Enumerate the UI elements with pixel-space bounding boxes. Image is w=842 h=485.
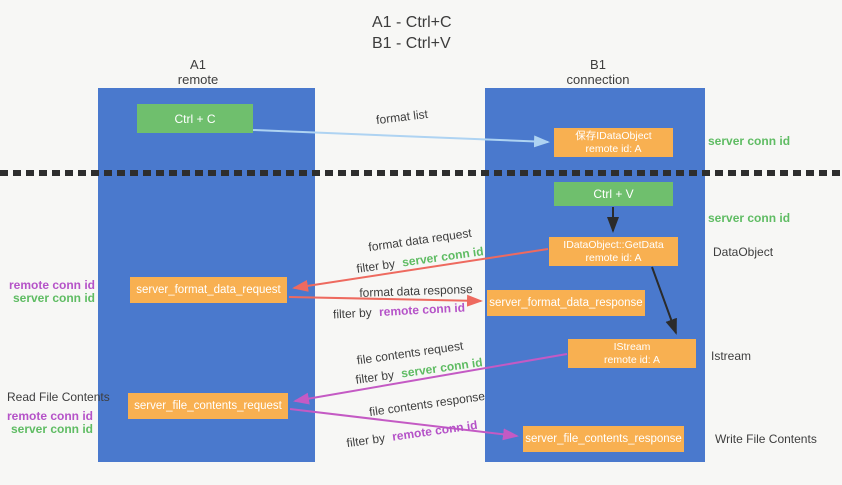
server-conn-id-text: server conn id [708,211,791,225]
node-file-response-label: server_file_contents_response [525,433,682,445]
column-header-b1: B1 connection [485,57,711,87]
column-header-a1: A1 remote [98,57,298,87]
server-conn-id-text: server conn id [708,134,791,148]
node-ctrl-c: Ctrl + C [137,104,253,133]
annotation-server-conn-id-mid: server conn id [708,211,790,225]
node-format-response-label: server_format_data_response [489,297,643,309]
annotation-conn-ids-file: remote conn id server conn id [0,410,93,436]
node-istream-line2: remote id: A [603,353,661,366]
diagram-title: A1 - Ctrl+C B1 - Ctrl+V [372,12,452,54]
node-server-format-data-response: server_format_data_response [487,290,645,316]
node-getdata-line2: remote id: A [585,251,642,264]
node-istream: IStream remote id: A [568,339,696,368]
remote-conn-id-text: remote conn id [8,278,95,292]
annotation-istream: Istream [711,349,751,363]
arrow-getdata-to-istream [651,266,677,335]
annotation-server-conn-id-top: server conn id [708,134,790,148]
column-b1-name: B1 [590,57,606,72]
annotation-conn-ids-format: remote conn id server conn id [0,279,95,305]
arrow-file-contents-request [293,353,568,405]
node-idataobject-getdata: IDataObject::GetData remote id: A [549,237,678,266]
node-save-idataobject-line1: 保存IDataObject [575,129,652,142]
column-a1-role: remote [177,72,219,87]
node-getdata-line1: IDataObject::GetData [563,238,664,251]
node-file-request-label: server_file_contents_request [134,400,282,412]
write-file-contents-text: Write File Contents [715,432,817,446]
remote-conn-id-text: remote conn id [6,409,93,423]
node-istream-line1: IStream [613,340,651,353]
annotation-write-file-contents: Write File Contents [715,432,817,446]
annotation-read-file-contents: Read File Contents [7,390,110,404]
machine-boundary-divider [0,170,842,176]
annotation-dataobject: DataObject [713,245,773,259]
title-line-b1: B1 - Ctrl+V [372,35,451,52]
read-file-contents-text: Read File Contents [7,390,110,404]
server-conn-id-text: server conn id [10,422,93,436]
node-ctrl-v-label: Ctrl + V [593,187,634,201]
arrow-format-data-request [292,248,549,292]
server-conn-id-text: server conn id [12,291,95,305]
node-ctrl-v: Ctrl + V [554,182,673,206]
node-save-idataobject-line2: remote id: A [585,142,642,155]
column-a1-name: A1 [190,57,206,72]
arrow-format-data-response [288,294,483,307]
node-format-request-label: server_format_data_request [136,284,281,296]
column-b1-role: connection [566,72,630,87]
title-line-a1: A1 - Ctrl+C [372,14,452,31]
node-server-file-contents-response: server_file_contents_response [523,426,684,452]
node-ctrl-c-label: Ctrl + C [174,111,216,126]
node-server-file-contents-request: server_file_contents_request [128,393,288,419]
arrow-format-list [252,129,550,148]
arrow-file-contents-response [289,408,519,441]
filter-by-text: filter by [332,305,373,322]
node-server-format-data-request: server_format_data_request [130,277,287,303]
node-save-idataobject: 保存IDataObject remote id: A [554,128,673,157]
dataobject-text: DataObject [713,245,774,259]
istream-text: Istream [711,349,752,363]
